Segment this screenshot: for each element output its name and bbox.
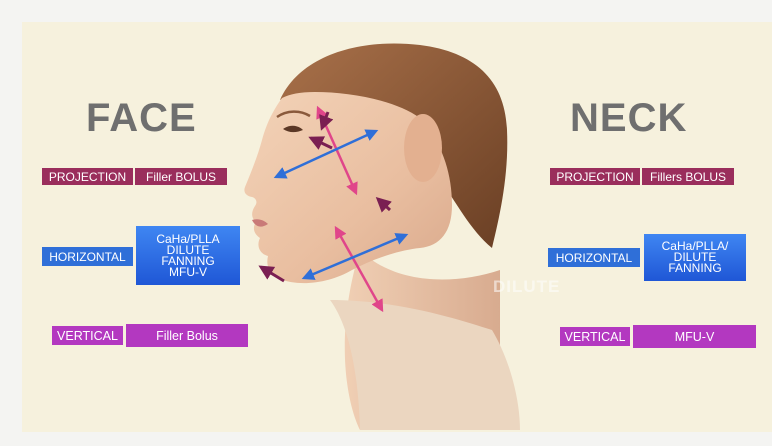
neck-heading: NECK bbox=[570, 96, 687, 141]
face-horizontal-line: MFU-V bbox=[169, 267, 207, 278]
neck-projection-label: PROJECTION bbox=[550, 168, 640, 185]
neck-vertical-treatment: MFU-V bbox=[633, 325, 756, 348]
neck-horizontal-line: FANNING bbox=[668, 263, 721, 274]
watermark-text: DILUTE bbox=[493, 277, 560, 297]
neck-horizontal-label: HORIZONTAL bbox=[548, 248, 640, 267]
ear-shape bbox=[404, 114, 442, 182]
face-projection-treatment: Filler BOLUS bbox=[135, 168, 227, 185]
face-horizontal-treatment: CaHa/PLLA DILUTE FANNING MFU-V bbox=[136, 226, 240, 285]
face-vertical-label: VERTICAL bbox=[52, 326, 123, 345]
neck-vertical-label: VERTICAL bbox=[560, 327, 630, 346]
face-horizontal-label: HORIZONTAL bbox=[42, 247, 133, 266]
neck-projection-treatment: Fillers BOLUS bbox=[642, 168, 734, 185]
neck-horizontal-treatment: CaHa/PLLA/ DILUTE FANNING bbox=[644, 234, 746, 281]
face-heading: FACE bbox=[86, 96, 197, 141]
face-projection-label: PROJECTION bbox=[42, 168, 133, 185]
face-vertical-treatment: Filler Bolus bbox=[126, 324, 248, 347]
